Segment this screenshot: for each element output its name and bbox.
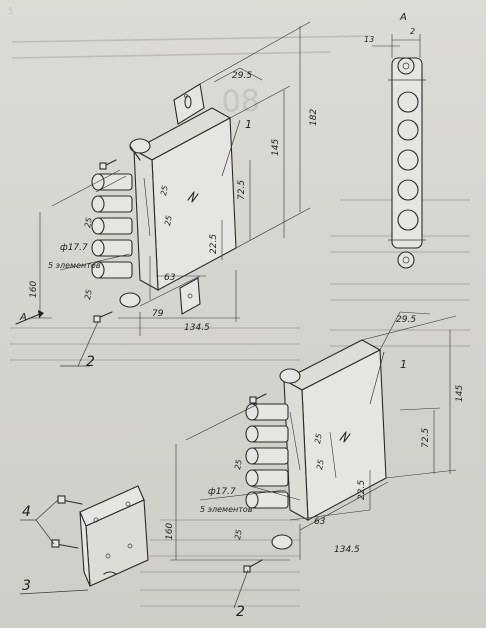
- callout-2-bottom: 2: [236, 604, 245, 620]
- dim-25-top-a: 25: [159, 185, 170, 197]
- bolt-cylinders-top: [91, 173, 133, 279]
- dim-134-5-top: 134.5: [184, 323, 210, 333]
- dim-63-top: 63: [164, 273, 176, 283]
- angle-bracket: [79, 485, 149, 587]
- mounting-bracket: [179, 277, 201, 315]
- dimension-lines-bottom: [170, 311, 457, 561]
- dim-diameter-bottom: ф17.7: [208, 487, 236, 497]
- background-section-number: 5: [8, 7, 14, 17]
- strike-plate: [173, 83, 205, 125]
- dim-160-top: 160: [29, 281, 39, 298]
- dim-diameter-top: ф17.7: [60, 243, 88, 253]
- dim-29-5-top: 29.5: [232, 71, 252, 81]
- dim-182: 182: [309, 109, 319, 126]
- keyhole-mark: [187, 191, 199, 203]
- dim-160-bottom: 160: [165, 523, 175, 540]
- screw-bottom-lower: [243, 559, 263, 573]
- bolt-cylinders-bottom: [245, 403, 289, 509]
- dim-25-top-b: 25: [163, 215, 174, 227]
- roller-bottom-b: [271, 534, 293, 550]
- screw-lower: [93, 311, 113, 323]
- keyhole-mark-bottom: [339, 431, 351, 443]
- dim-25-bottom-a: 25: [313, 433, 324, 445]
- dim-13: 13: [364, 35, 374, 44]
- roller-top-b: [279, 368, 301, 384]
- dim-25-bottom-d: 25: [233, 529, 244, 541]
- dim-145-top: 145: [271, 139, 281, 156]
- dim-25-bottom-c: 25: [233, 459, 244, 471]
- callout-2-leader-bottom: [233, 569, 249, 609]
- lock-assembly-bottom: [170, 311, 457, 609]
- dim-145-bottom: 145: [455, 385, 465, 402]
- screw-upper: [99, 159, 117, 170]
- dim-22-5-bottom: 22.5: [357, 480, 367, 500]
- dim-29-5-bottom: 29.5: [396, 315, 416, 325]
- dim-63-bottom: 63: [314, 517, 326, 527]
- callout-2-top: 2: [86, 354, 95, 370]
- roller-bottom: [119, 292, 141, 308]
- bracket-callout-leaders: [19, 499, 89, 595]
- lock-body-bottom-front-face: [283, 379, 309, 521]
- elements-count-bottom: 5 элементов: [200, 505, 253, 514]
- background-watermark-text: 08: [221, 84, 260, 120]
- dim-25-top-c: 25: [83, 217, 94, 229]
- dimension-lines-top: [30, 21, 311, 336]
- view-label-a-left: A: [19, 312, 27, 323]
- roller-top: [129, 138, 151, 161]
- dim-79: 79: [152, 309, 164, 319]
- dim-72-5-top: 72.5: [237, 180, 247, 200]
- callout-1-leader-top: [221, 119, 241, 177]
- bracket-screws: [51, 495, 83, 549]
- lock-assembly-top: [15, 21, 311, 367]
- callout-1-leader-bottom: [369, 351, 385, 405]
- dim-72-5-bottom: 72.5: [421, 428, 431, 448]
- view-a-side-projection: [372, 34, 426, 269]
- screw-bottom-upper: [249, 393, 267, 404]
- dim-2: 2: [410, 27, 415, 36]
- view-arrow-a: [15, 310, 44, 325]
- elements-count-top: 5 элементов: [48, 261, 101, 270]
- dim-25-bottom-b: 25: [315, 459, 326, 471]
- dim-22-5-top: 22.5: [209, 234, 219, 254]
- callout-1-top: 1: [245, 118, 252, 131]
- lock-body-front-face: [133, 149, 159, 291]
- callout-4: 4: [22, 504, 31, 520]
- callout-1-bottom: 1: [400, 358, 407, 371]
- callout-2-leader-top: [77, 321, 99, 367]
- view-label-a-title: A: [399, 12, 407, 23]
- callout-3: 3: [22, 578, 31, 594]
- dim-25-top-d: 25: [83, 289, 94, 301]
- dim-134-5-bottom: 134.5: [334, 545, 360, 555]
